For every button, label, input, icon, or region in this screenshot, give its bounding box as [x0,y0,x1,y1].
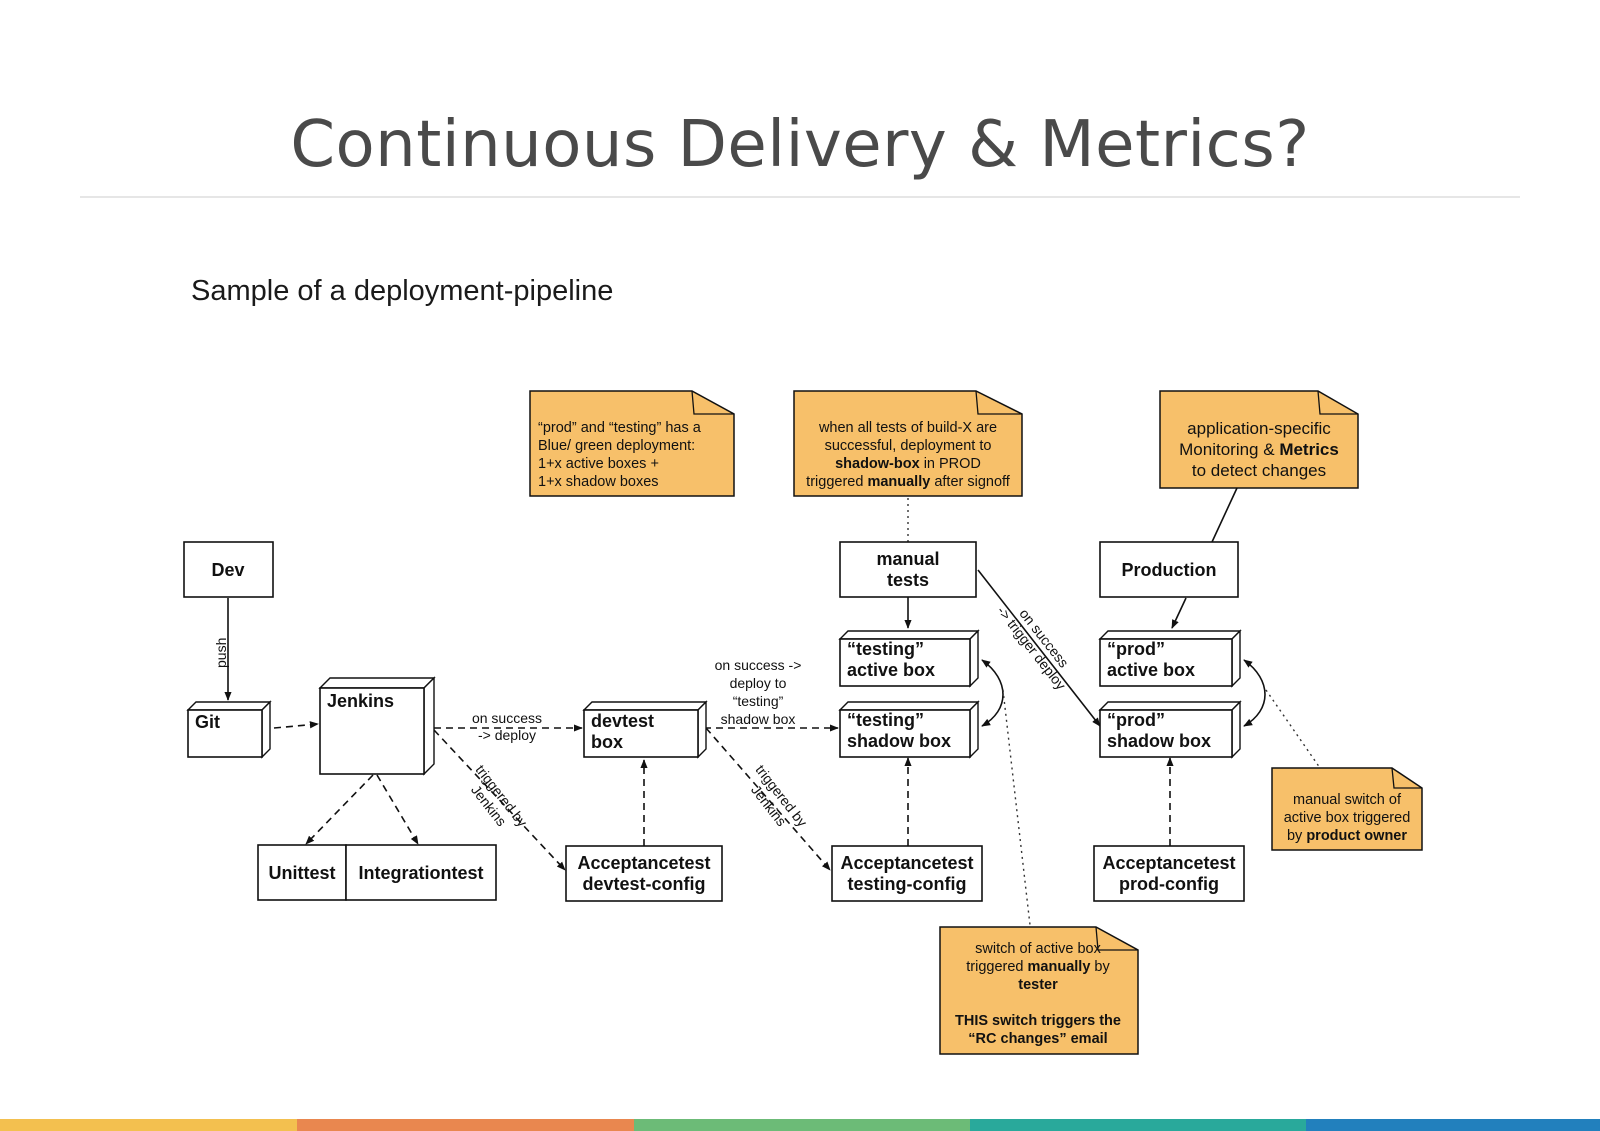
note-monitoring: application-specific Monitoring & Metric… [1159,390,1359,489]
svg-text:Production: Production [1122,560,1217,580]
svg-text:“testing”: “testing” [847,710,924,730]
edge-production-prodactive [1171,597,1187,629]
svg-text:Acceptancetest: Acceptancetest [1102,853,1235,873]
note-tester-switch: switch of active box triggered manually … [939,926,1139,1055]
svg-text:testing-config: testing-config [848,874,967,894]
label-triggered-jenkins-1: triggered by Jenkins [468,762,531,830]
edge-jenkins-accdevtest [433,729,566,871]
svg-text:shadow box: shadow box [847,731,951,751]
svg-text:Integrationtest: Integrationtest [358,863,483,883]
node-testing-shadow: “testing” shadow box [838,700,980,759]
svg-text:THIS switch triggers the: THIS switch triggers the [955,1013,1121,1029]
edge-prod-switch [1243,659,1266,727]
svg-text:Unittest: Unittest [269,863,336,883]
node-integrationtest: Integrationtest [345,844,497,901]
node-prod-active: “prod” active box [1098,629,1242,688]
svg-text:shadow-box in PROD: shadow-box in PROD [835,456,981,472]
svg-text:successful, deployment to: successful, deployment to [825,438,992,454]
node-dev: Dev [183,541,274,598]
svg-text:deploy to: deploy to [730,675,787,691]
svg-text:shadow box: shadow box [721,711,796,727]
svg-text:“prod”: “prod” [1107,710,1165,730]
svg-text:1+x active boxes +: 1+x active boxes + [538,456,659,472]
svg-text:shadow box: shadow box [1107,731,1211,751]
svg-text:manual switch of: manual switch of [1293,792,1402,808]
node-unittest: Unittest [257,844,347,901]
edge-jenkins-integrationtest [376,774,419,845]
svg-text:by product owner: by product owner [1287,828,1407,844]
node-acceptancetest-prod: Acceptancetest prod-config [1093,845,1245,902]
svg-text:switch of active box: switch of active box [975,941,1101,957]
edge-devtest-acctesting [705,727,831,871]
footer-bar-1 [0,1119,297,1131]
node-production: Production [1099,541,1239,598]
svg-text:on success: on success [472,710,542,726]
svg-text:on success ->: on success -> [715,657,802,673]
note-build-x: when all tests of build-X are successful… [793,390,1023,497]
edge-manualtests-prodshadow [977,569,1101,727]
edge-testing-switch [981,659,1004,727]
svg-text:box: box [591,732,623,752]
svg-text:1+x shadow boxes: 1+x shadow boxes [538,474,659,490]
svg-text:“testing”: “testing” [733,693,784,709]
svg-text:Acceptancetest: Acceptancetest [840,853,973,873]
label-push: push [213,638,229,668]
svg-text:tester: tester [1018,977,1058,993]
connector-monitoring-production [1211,487,1238,543]
svg-text:Git: Git [195,712,220,732]
svg-text:Dev: Dev [211,560,244,580]
label-deploy: on success -> deploy [472,710,542,743]
svg-text:“testing”: “testing” [847,639,924,659]
svg-text:devtest-config: devtest-config [582,874,705,894]
node-devtest-box: devtest box [582,700,708,759]
slide-subtitle: Sample of a deployment-pipeline [191,275,614,307]
node-testing-active: “testing” active box [838,629,980,688]
label-triggered-jenkins-2: triggered by Jenkins [748,762,811,830]
footer-bar-2 [297,1119,634,1131]
svg-text:Monitoring & Metrics: Monitoring & Metrics [1179,440,1339,459]
svg-text:“RC changes” email: “RC changes” email [968,1031,1107,1047]
connector-tester-testing [1002,689,1031,926]
svg-text:to detect changes: to detect changes [1192,461,1326,480]
svg-text:active box: active box [1107,660,1195,680]
node-acceptancetest-testing: Acceptancetest testing-config [831,845,983,902]
svg-text:devtest: devtest [591,711,654,731]
svg-text:Blue/ green deployment:: Blue/ green deployment: [538,438,695,454]
svg-text:active box triggered: active box triggered [1284,810,1411,826]
edge-jenkins-unittest [305,774,374,845]
svg-text:-> deploy: -> deploy [478,727,536,743]
footer-bar-5 [1306,1119,1600,1131]
svg-text:prod-config: prod-config [1119,874,1219,894]
svg-text:triggered manually by: triggered manually by [966,959,1110,975]
svg-text:tests: tests [887,570,929,590]
svg-text:“prod” and “testing” has a: “prod” and “testing” has a [538,420,702,436]
label-deploy-testing: on success -> deploy to “testing” shadow… [715,657,802,727]
node-jenkins: Jenkins [318,676,436,776]
node-acceptancetest-devtest: Acceptancetest devtest-config [565,845,723,902]
svg-text:manual: manual [876,549,939,569]
node-manual-tests: manual tests [839,541,977,598]
slide-title: Continuous Delivery & Metrics? [290,108,1310,182]
svg-text:Jenkins: Jenkins [327,691,394,711]
svg-text:“prod”: “prod” [1107,639,1165,659]
footer-bar-4 [970,1119,1306,1131]
connector-owner-prod [1265,689,1321,769]
footer-bar-3 [634,1119,970,1131]
svg-text:when all tests of build-X are: when all tests of build-X are [818,420,997,436]
node-git: Git [186,700,272,759]
edge-git-jenkins [273,721,319,729]
node-prod-shadow: “prod” shadow box [1098,700,1242,759]
svg-text:Acceptancetest: Acceptancetest [577,853,710,873]
svg-text:application-specific: application-specific [1187,419,1331,438]
title-divider [80,196,1520,198]
svg-text:triggered manually after signo: triggered manually after signoff [806,474,1011,490]
note-manual-switch: manual switch of active box triggered by… [1271,767,1423,851]
note-bluegreen: “prod” and “testing” has a Blue/ green d… [529,390,735,497]
svg-text:active box: active box [847,660,935,680]
label-trigger-deploy: on success -> trigger deploy [994,603,1072,693]
